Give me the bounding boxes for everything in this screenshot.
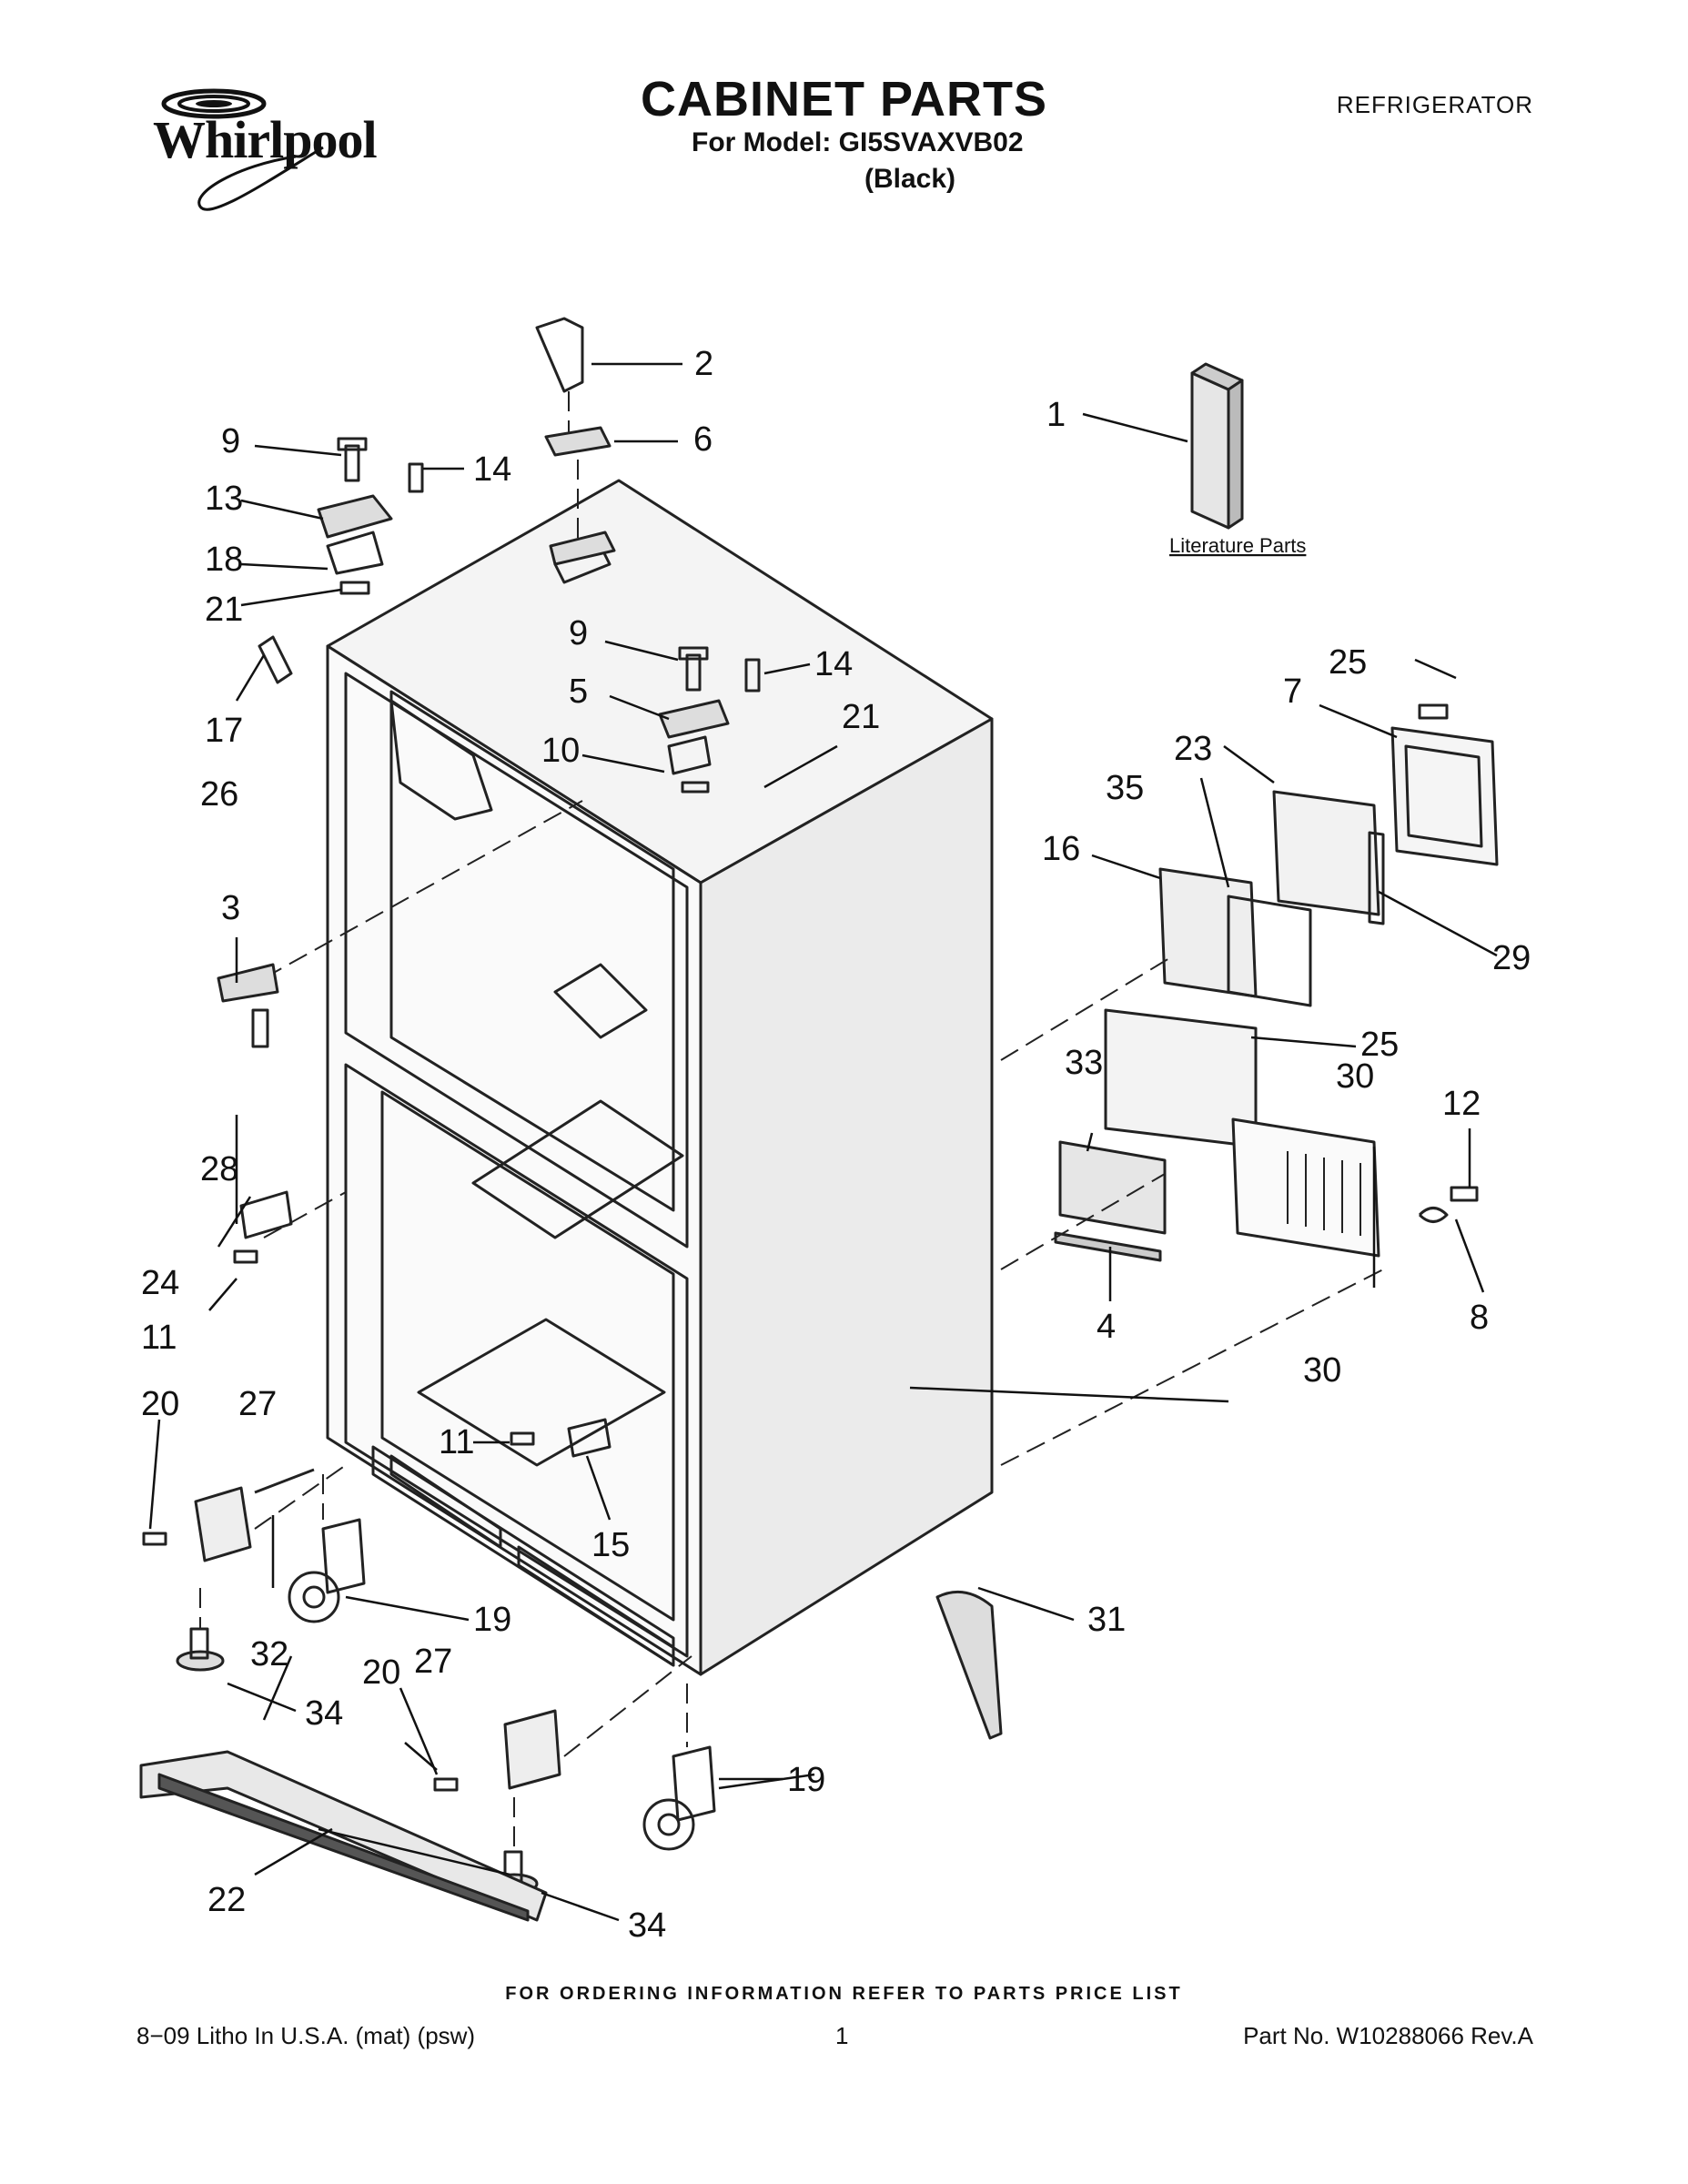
callout-20-b: 20 bbox=[362, 1653, 400, 1692]
callout-19-b: 19 bbox=[787, 1761, 825, 1799]
water-fitting bbox=[535, 317, 584, 393]
callout-20-a: 20 bbox=[141, 1385, 179, 1423]
callout-4: 4 bbox=[1097, 1308, 1116, 1346]
callout-29: 29 bbox=[1492, 939, 1531, 977]
callout-26: 26 bbox=[200, 775, 238, 814]
callout-14-a: 14 bbox=[473, 450, 511, 489]
callout-11-a: 11 bbox=[141, 1319, 177, 1357]
callout-3: 3 bbox=[221, 889, 240, 927]
callout-21-b: 21 bbox=[842, 698, 880, 736]
literature-book bbox=[1190, 371, 1230, 530]
callout-8: 8 bbox=[1470, 1299, 1489, 1337]
callout-6: 6 bbox=[693, 420, 713, 459]
top-hinge-right bbox=[658, 646, 761, 794]
callout-labels: 1 2 3 4 5 6 7 8 9 9 10 11 11 12 13 14 14… bbox=[141, 345, 1531, 1945]
callout-13: 13 bbox=[205, 480, 243, 518]
callout-35: 35 bbox=[1106, 769, 1144, 807]
callout-34-b: 34 bbox=[628, 1906, 666, 1945]
whirlpool-logo: Whirlpool bbox=[127, 84, 391, 220]
callout-18: 18 bbox=[205, 541, 243, 579]
wire-harness bbox=[935, 1590, 1003, 1740]
callout-5: 5 bbox=[569, 672, 588, 711]
logo-swirl bbox=[161, 88, 324, 211]
part-number: Part No. W10288066 Rev.A bbox=[1243, 2022, 1533, 2049]
callout-24: 24 bbox=[141, 1264, 179, 1302]
top-hinge-left bbox=[317, 437, 424, 595]
callout-9-a: 9 bbox=[221, 422, 240, 460]
color-line: (Black) bbox=[864, 164, 956, 194]
callout-25-a: 25 bbox=[1329, 643, 1367, 682]
callout-7: 7 bbox=[1283, 672, 1302, 711]
callout-14-b: 14 bbox=[814, 645, 853, 683]
callout-21-a: 21 bbox=[205, 591, 243, 629]
callout-25-b: 25 bbox=[1360, 1026, 1399, 1064]
callout-11-b: 11 bbox=[439, 1423, 474, 1461]
callout-16: 16 bbox=[1042, 830, 1080, 868]
callout-22: 22 bbox=[207, 1881, 246, 1919]
cabinet-body bbox=[326, 479, 994, 1676]
callout-2: 2 bbox=[694, 345, 713, 383]
page-number: 1 bbox=[835, 2022, 849, 2049]
appliance-category: REFRIGERATOR bbox=[1336, 91, 1533, 118]
callout-30-b: 30 bbox=[1303, 1351, 1341, 1390]
ordering-note: FOR ORDERING INFORMATION REFER TO PARTS … bbox=[505, 1984, 1183, 2004]
callout-27-b: 27 bbox=[414, 1643, 452, 1681]
page-title: CABINET PARTS bbox=[640, 72, 1047, 126]
roller-rear bbox=[642, 1745, 716, 1851]
callout-10: 10 bbox=[541, 732, 580, 770]
callout-9-b: 9 bbox=[569, 614, 588, 652]
callout-leaders bbox=[148, 362, 1498, 1922]
callout-23: 23 bbox=[1174, 730, 1212, 768]
callout-15: 15 bbox=[591, 1526, 630, 1564]
callout-34-a: 34 bbox=[305, 1694, 343, 1733]
roller-front-left bbox=[288, 1518, 366, 1623]
callout-19-a: 19 bbox=[473, 1601, 511, 1639]
callout-17: 17 bbox=[205, 712, 243, 750]
literature-parts-label: Literature Parts bbox=[1169, 534, 1306, 557]
callout-1: 1 bbox=[1046, 396, 1066, 434]
brand-name: Whirlpool bbox=[153, 110, 378, 169]
callout-31: 31 bbox=[1087, 1601, 1126, 1639]
model-line: For Model: GI5SVAXVB02 bbox=[692, 127, 1024, 157]
control-housing bbox=[1158, 867, 1258, 998]
litho-line: 8−09 Litho In U.S.A. (mat) (psw) bbox=[136, 2022, 476, 2049]
callout-30-a: 30 bbox=[1336, 1057, 1374, 1096]
callout-33: 33 bbox=[1065, 1044, 1103, 1082]
callout-12: 12 bbox=[1442, 1085, 1481, 1123]
callout-27-a: 27 bbox=[238, 1385, 277, 1423]
callout-32: 32 bbox=[250, 1635, 288, 1673]
callout-28: 28 bbox=[200, 1150, 238, 1188]
